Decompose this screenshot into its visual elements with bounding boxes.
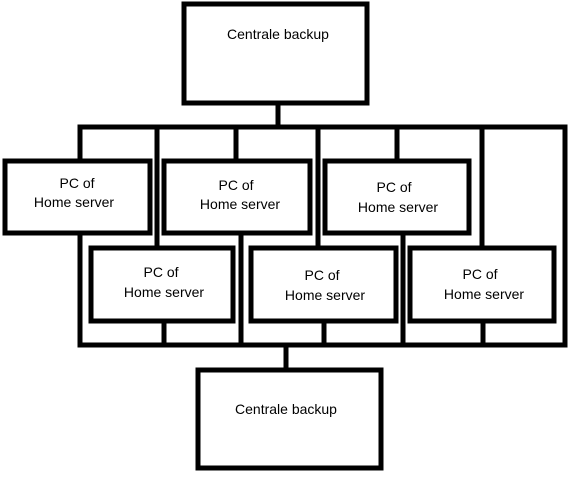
bottom-backup-label: Centrale backup: [235, 401, 337, 417]
pc-node-line1: PC of: [376, 179, 411, 195]
pc-node-line2: Home server: [200, 196, 280, 212]
pc-node: PC of Home server: [322, 158, 472, 236]
pc-node-line1: PC of: [304, 267, 339, 283]
pc-node-line2: Home server: [34, 194, 114, 210]
top-backup-label: Centrale backup: [227, 26, 329, 42]
connectors: [77, 100, 568, 373]
pc-node-line1: PC of: [143, 264, 178, 280]
pc-node: PC of Home server: [248, 245, 399, 324]
pc-node: PC of Home server: [2, 158, 153, 236]
pc-node-line2: Home server: [358, 199, 438, 215]
pc-node-line1: PC of: [59, 175, 94, 191]
pc-node-line1: PC of: [462, 266, 497, 282]
pc-node-line1: PC of: [218, 177, 253, 193]
bottom-central-backup: Centrale backup: [195, 367, 384, 471]
pc-node: PC of Home server: [407, 245, 557, 324]
pc-node: PC of Home server: [88, 245, 236, 324]
pc-node-line2: Home server: [285, 287, 365, 303]
top-central-backup: Centrale backup: [181, 1, 370, 106]
pc-node: PC of Home server: [161, 158, 313, 236]
pc-node-line2: Home server: [124, 284, 204, 300]
pc-node-line2: Home server: [444, 286, 524, 302]
